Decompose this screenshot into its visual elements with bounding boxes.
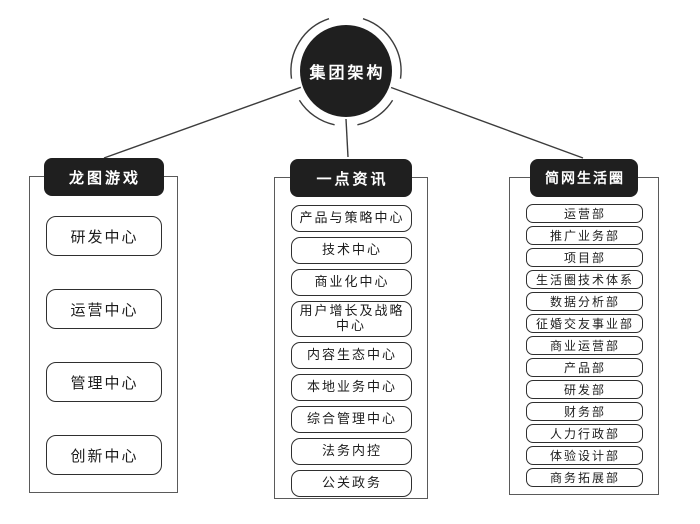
- org-unit-box: 运营中心: [45, 289, 162, 329]
- org-unit-box: 公关政务: [290, 470, 412, 497]
- org-unit-box: 推广业务部: [525, 226, 643, 245]
- branch-header-longtu: 龙图游戏: [43, 158, 164, 196]
- branch-yidian-zixun: 一点资讯 产品与策略中心 技术中心 商业化中心 用户增长及战略中心 内容生态中心…: [274, 159, 428, 499]
- connector-middle: [345, 118, 349, 158]
- org-unit-box: 商业化中心: [290, 269, 412, 296]
- org-unit-box: 研发中心: [45, 216, 162, 256]
- org-unit-box: 内容生态中心: [290, 342, 412, 369]
- branch-longtu-games: 龙图游戏 研发中心 运营中心 管理中心 创新中心: [29, 158, 178, 493]
- org-unit-box: 生活圈技术体系: [525, 270, 643, 289]
- branch-items: 运营部 推广业务部 项目部 生活圈技术体系 数据分析部 征婚交友事业部 商业运营…: [510, 204, 658, 487]
- connector-right: [390, 86, 584, 159]
- connector-left: [103, 86, 302, 159]
- org-unit-box: 创新中心: [45, 435, 162, 475]
- org-unit-box: 法务内控: [290, 438, 412, 465]
- branch-title: 一点资讯: [316, 169, 389, 188]
- org-unit-box: 财务部: [525, 402, 643, 421]
- org-unit-box: 产品与策略中心: [290, 205, 412, 232]
- org-unit-box: 项目部: [525, 248, 643, 267]
- branch-jianwang-life: 简网生活圈 运营部 推广业务部 项目部 生活圈技术体系 数据分析部 征婚交友事业…: [509, 159, 659, 495]
- branch-connectors: [103, 86, 584, 159]
- branch-title: 简网生活圈: [545, 171, 625, 187]
- org-unit-box: 研发部: [525, 380, 643, 399]
- org-unit-box: 征婚交友事业部: [525, 314, 643, 333]
- org-unit-box: 运营部: [525, 204, 643, 223]
- org-unit-box: 体验设计部: [525, 446, 643, 465]
- org-unit-box: 综合管理中心: [290, 406, 412, 433]
- branch-items: 产品与策略中心 技术中心 商业化中心 用户增长及战略中心 内容生态中心 本地业务…: [275, 205, 427, 497]
- branch-title: 龙图游戏: [68, 168, 141, 187]
- branch-header-jianwang: 简网生活圈: [530, 159, 638, 197]
- root-node: 集团架构: [300, 25, 392, 117]
- org-unit-box: 本地业务中心: [290, 374, 412, 401]
- org-unit-box: 技术中心: [290, 237, 412, 264]
- org-unit-box: 商业运营部: [525, 336, 643, 355]
- root-ring: [290, 18, 402, 126]
- branch-items: 研发中心 运营中心 管理中心 创新中心: [30, 216, 177, 475]
- org-unit-box: 数据分析部: [525, 292, 643, 311]
- org-unit-box: 用户增长及战略中心: [290, 301, 412, 337]
- branch-header-yidian: 一点资讯: [290, 159, 412, 197]
- org-unit-box: 人力行政部: [525, 424, 643, 443]
- root-label: 集团架构: [309, 63, 386, 82]
- org-unit-box: 管理中心: [45, 362, 162, 402]
- org-unit-box: 商务拓展部: [525, 468, 643, 487]
- org-unit-box: 产品部: [525, 358, 643, 377]
